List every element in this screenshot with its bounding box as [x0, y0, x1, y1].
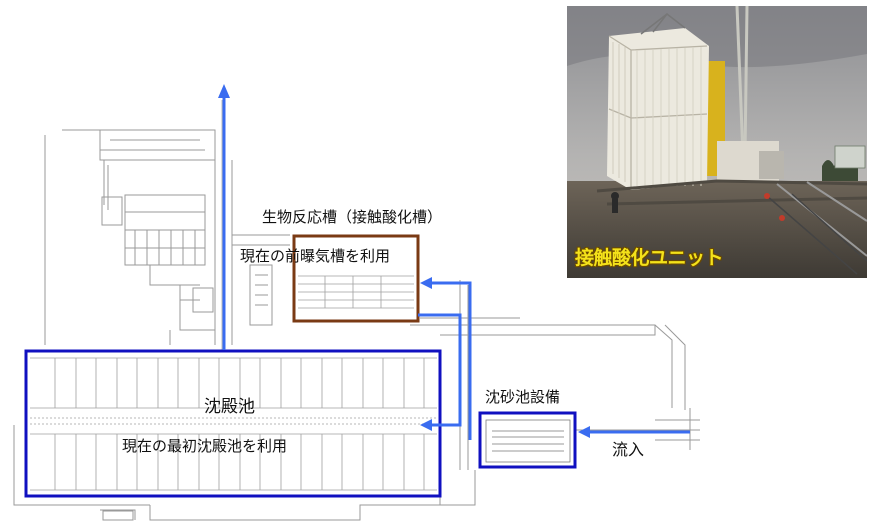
grit-chamber-detail — [485, 419, 571, 463]
photo-caption: 接触酸化ユニット — [575, 247, 724, 269]
transfer-to-reactor-arrow — [428, 281, 472, 440]
plan-linework — [13, 100, 700, 521]
sedimentation-label: 沈殿池 — [204, 397, 255, 417]
reactor-tank-lines — [298, 275, 414, 309]
primary-sedimentation-label: 現在の最初沈殿池を利用 — [122, 437, 288, 455]
bio-reactor-label: 生物反応槽（接触酸化槽） — [262, 208, 443, 226]
grit-chamber-label: 沈砂池設備 — [485, 388, 561, 406]
flow-arrows — [222, 95, 690, 440]
sedimentation-basins — [30, 357, 437, 491]
photo-image — [567, 6, 867, 278]
sedimentation-frame — [24, 349, 442, 498]
inflow-label: 流入 — [612, 440, 645, 459]
reactor-to-sedimentation-arrow — [418, 313, 462, 427]
pre-aeration-label: 現在の前曝気槽を利用 — [240, 247, 391, 265]
contact-oxidation-unit-photo: 接触酸化ユニット — [567, 6, 867, 278]
bioreactor-frame — [292, 234, 420, 323]
grit-chamber-frame — [478, 411, 577, 469]
arrow-heads — [218, 84, 590, 438]
